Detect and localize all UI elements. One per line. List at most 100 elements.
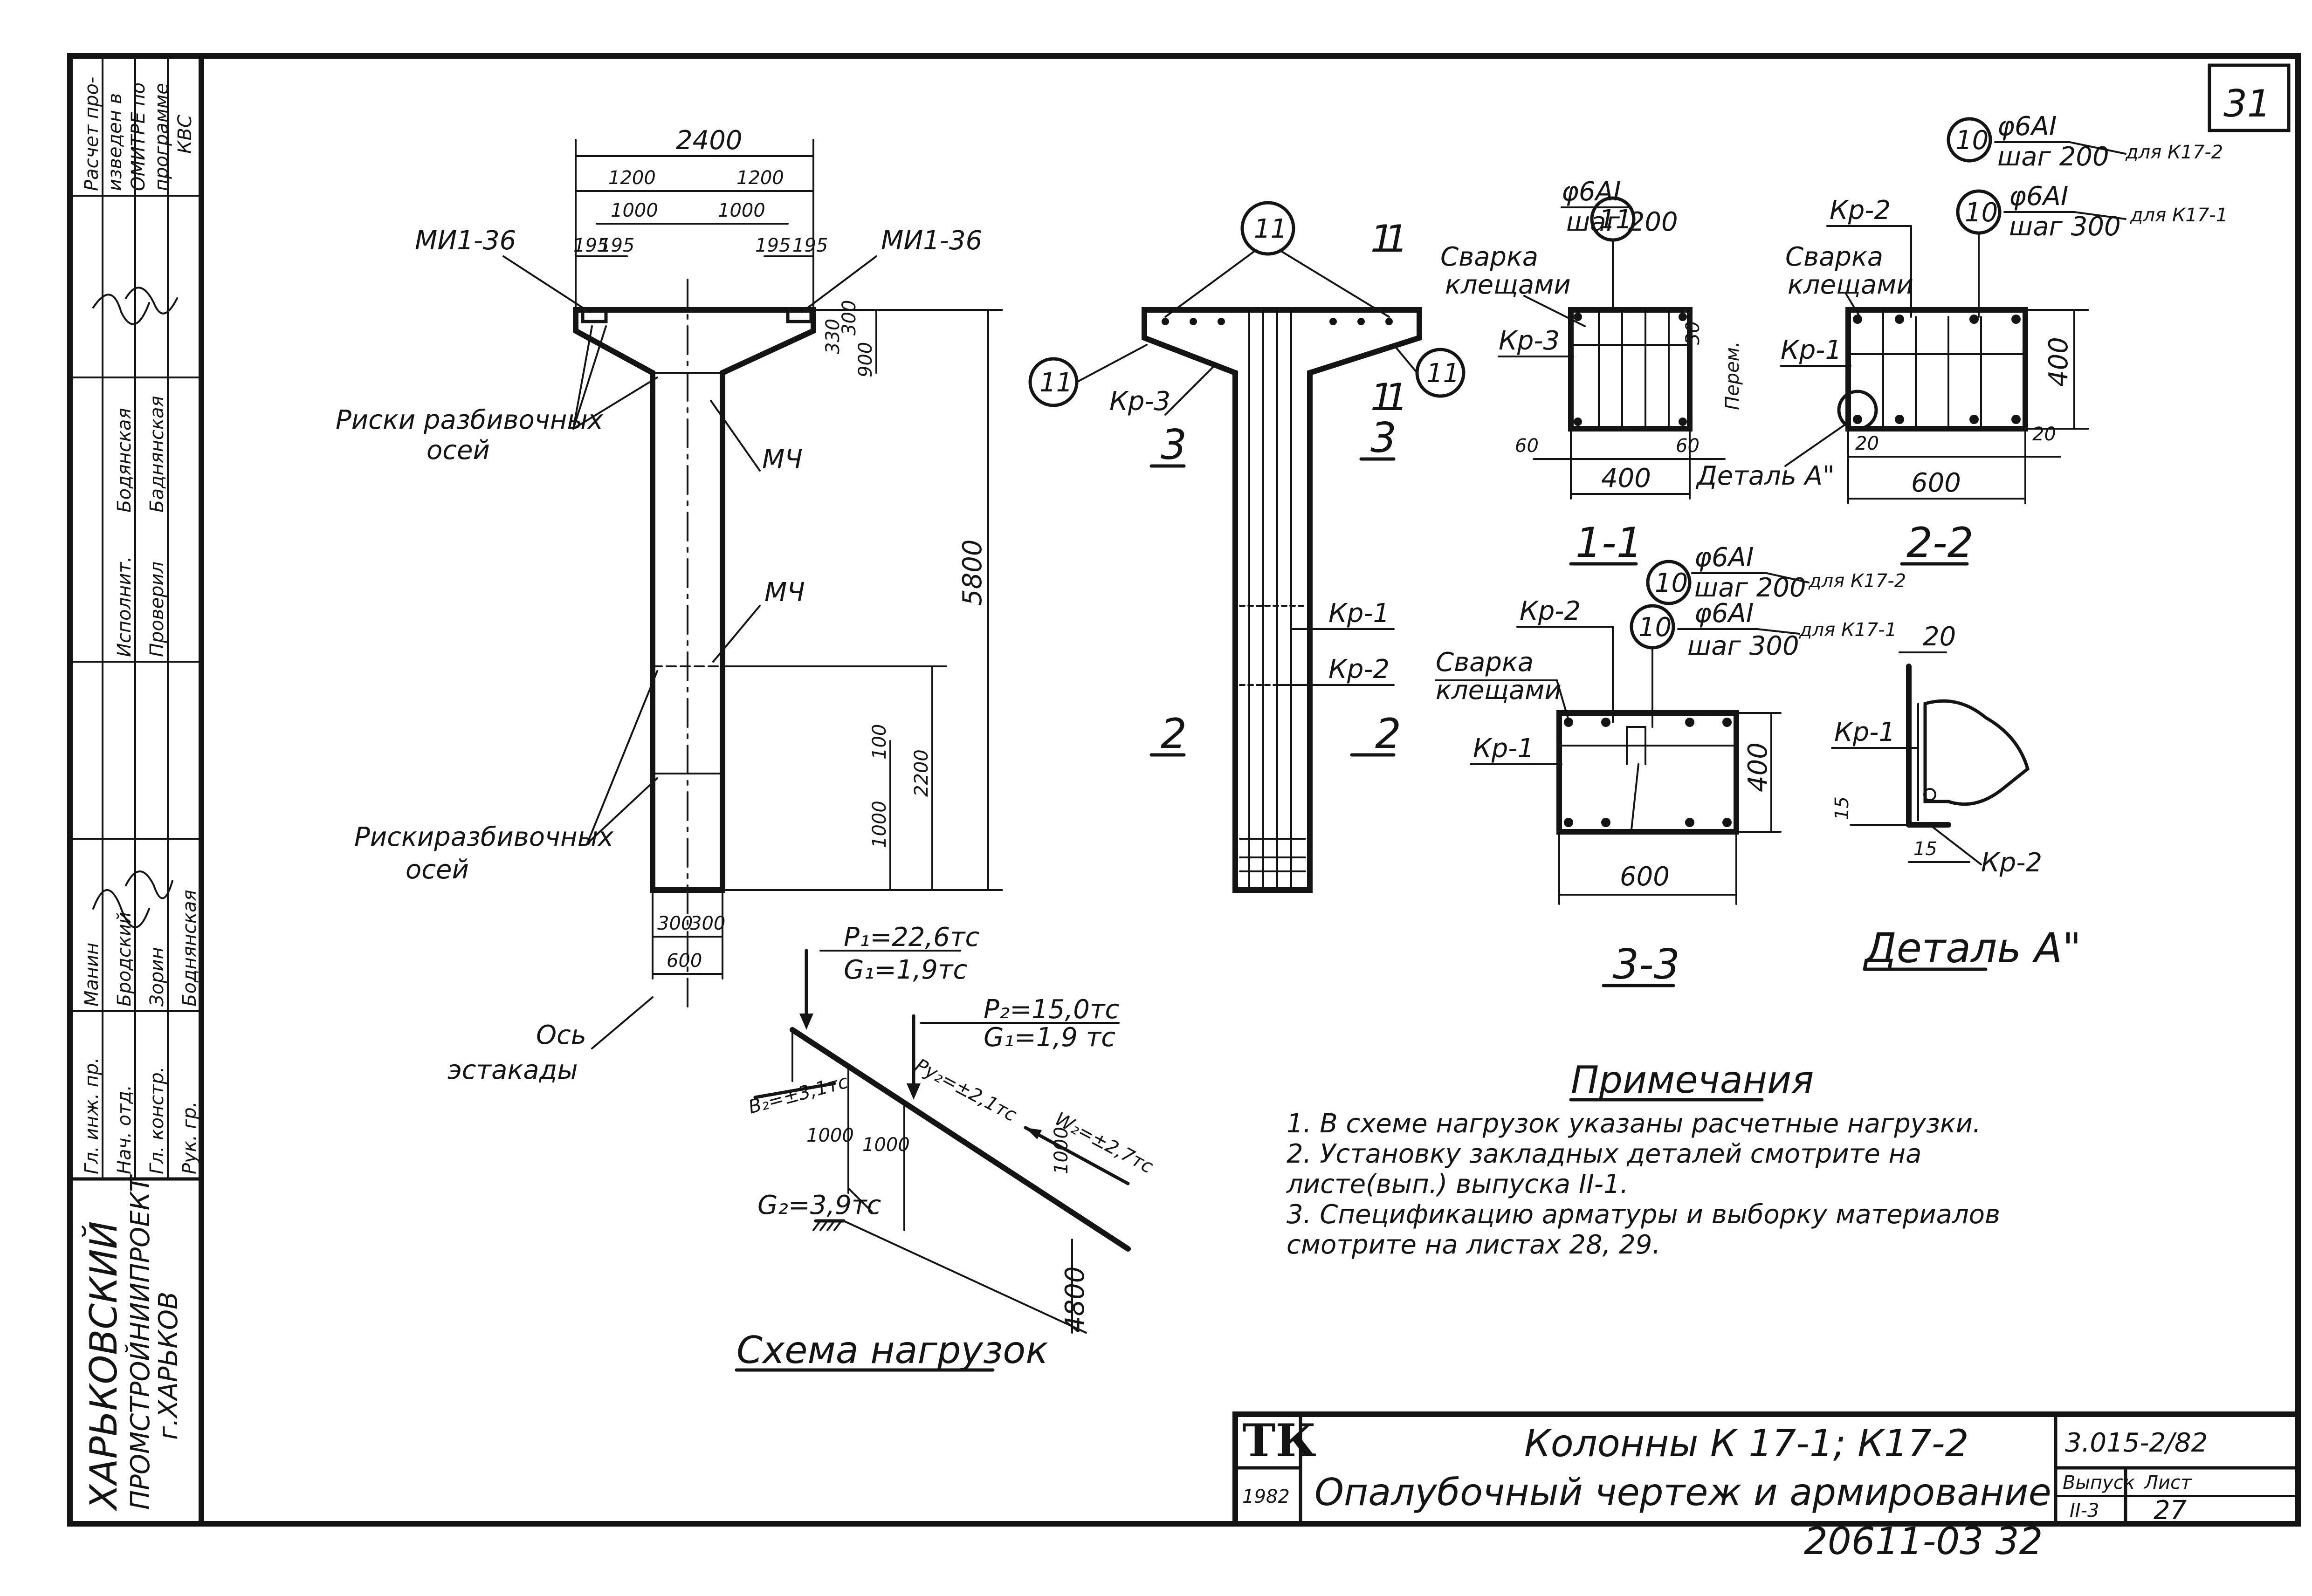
load-dim-4800: 4800	[1060, 1266, 1090, 1333]
load-scheme-title: Схема нагрузок	[736, 1329, 1048, 1372]
stamp-note-line-1: Расчет про-	[81, 77, 103, 191]
s11-weld-line-2: клещами	[1445, 270, 1571, 300]
stamp-top-role-2: Исполнит.	[114, 556, 135, 657]
title-block: ТК 1982 Колонны К 17-1; К17-2 Опалубочны…	[1232, 1411, 2301, 1527]
note-line-1: 1. В схеме нагрузок указаны расчетные на…	[1287, 1109, 1981, 1139]
detail-dim-20: 20	[1923, 622, 1956, 652]
signature-1	[92, 889, 150, 928]
stamp-org-line-1: ХАРЬКОВСКИЙ	[82, 1221, 125, 1512]
dim-330: 330	[822, 319, 844, 354]
s33-title: 3-3	[1613, 940, 1680, 988]
stamp-role-1: Гл. инж. пр.	[81, 1057, 103, 1174]
note-line-2: 2. Установку закладных деталей смотрите …	[1287, 1139, 1921, 1169]
dim-195-a: 195	[573, 235, 609, 256]
s11-dim-60-right: 60	[1676, 435, 1700, 457]
section-3-3: 10 φ6AI шаг 200 для К17-2 10 φ6AI шаг 30…	[1435, 542, 1906, 988]
s22-weld-line-1: Сварка	[1785, 242, 1883, 272]
s33-dim-600: 600	[1620, 862, 1670, 892]
issue-value: II-3	[2070, 1500, 2099, 1521]
dim-195-d: 195	[792, 235, 828, 256]
load-g2: G₂=3,9тс	[757, 1190, 881, 1220]
stamp-org-line-2: ПРОМСТРОЙНИИПРОЕКТ	[125, 1174, 156, 1510]
cut-1-bottom-a: 1	[1370, 376, 1394, 419]
stamp-name-1: Манин	[81, 943, 103, 1007]
dim-195-b: 195	[599, 235, 634, 256]
sheet-number: 31	[2223, 82, 2271, 125]
cut-3-left: 3	[1161, 421, 1187, 469]
cut-2-right: 2	[1375, 710, 1401, 758]
archive-number: 20611-03 32	[1804, 1520, 2043, 1563]
s33-dim-400: 400	[1743, 742, 1773, 792]
note-line-5: смотрите на листах 28, 29.	[1287, 1230, 1660, 1260]
label-axes-bottom-line-1: Рискиразбивочных	[354, 822, 614, 852]
detail-a: 20 Кр-1 15 15 Кр-2 Деталь А"	[1831, 622, 2081, 972]
detail-kr1: Кр-1	[1834, 717, 1895, 747]
s11-dim-60-left: 60	[1515, 435, 1539, 457]
s22-weld-line-2: клещами	[1788, 270, 1913, 300]
s33-step-b: шаг 300	[1687, 631, 1799, 661]
s33-note-a: для К17-2	[1808, 570, 1906, 592]
dim-5800: 5800	[957, 539, 988, 606]
dim-2400: 2400	[676, 125, 743, 156]
sheet-label: Лист	[2143, 1472, 2192, 1493]
s22-kr2: Кр-2	[1830, 195, 1891, 226]
s33-mark-a: 10	[1655, 568, 1688, 598]
section-1-1: φ6AI шаг 200 11 Сварка клещами Кр-3 30 П…	[1440, 177, 1743, 567]
stamp-note-line-2: изведен в	[104, 93, 126, 191]
s22-kr1: Кр-1	[1781, 335, 1842, 365]
s33-kr2: Кр-2	[1520, 596, 1581, 626]
stamp-name-2: Бродский	[114, 912, 135, 1007]
stamp-note-line-4: программе	[151, 83, 172, 191]
dim-1200-left: 1200	[608, 167, 656, 189]
stamp-top-name-2: Бодянская	[114, 408, 135, 513]
stamp-note-line-5: КВС	[174, 115, 196, 154]
section-2-2: Кр-2 10 φ6AI шаг 200 для К17-2 10 φ6AI ш…	[1695, 111, 2228, 567]
s11-perem: Перем.	[1722, 341, 1743, 410]
label-axis-line-1: Ось	[536, 1020, 586, 1050]
note-line-3: листе(вып.) выпуска II-1.	[1286, 1169, 1629, 1199]
stamp-top-name-3: Баднянская	[146, 396, 168, 513]
s33-mark-b: 10	[1638, 612, 1672, 643]
s33-note-b: для К17-1	[1799, 619, 1897, 641]
sheet-frame: 31	[67, 53, 2301, 1527]
logo-tk: ТК	[1242, 1414, 1316, 1467]
s11-title: 1-1	[1576, 519, 1643, 567]
load-g1b: G₁=1,9 тс	[984, 1022, 1115, 1053]
signature-2	[125, 870, 173, 899]
cut-3-right: 3	[1370, 414, 1397, 462]
s33-rebar-a: φ6AI	[1694, 542, 1754, 573]
rebar-cage-outline	[1142, 307, 1422, 893]
cut-2-left: 2	[1161, 710, 1187, 758]
stamp-note-line-3: ОМИТРЕ по	[128, 82, 149, 191]
s22-rebar-b: φ6AI	[2009, 181, 2068, 212]
s11-rebar-label: φ6AI	[1562, 177, 1621, 207]
notes: Примечания 1. В схеме нагрузок указаны р…	[1286, 1058, 2000, 1260]
detail-title: Деталь А"	[1863, 924, 2081, 972]
dim-2200: 2200	[911, 749, 932, 797]
s22-dim-20-right: 20	[2032, 424, 2056, 445]
s11-weld-line-1: Сварка	[1440, 242, 1538, 272]
dim-300-b: 300	[690, 913, 725, 934]
s11-kr3: Кр-3	[1499, 326, 1560, 356]
stamp-role-4: Рук. гр.	[179, 1101, 200, 1174]
label-axis-line-2: эстакады	[447, 1055, 578, 1085]
dim-1200-right: 1200	[736, 167, 784, 189]
s11-dim-400: 400	[1601, 463, 1651, 493]
title-year: 1982	[1242, 1486, 1290, 1507]
detail-kr2: Кр-2	[1981, 848, 2042, 878]
s11-mark: 11	[1599, 205, 1632, 235]
s33-weld-line-1: Сварка	[1436, 647, 1534, 678]
label-axes-top-line-2: осей	[427, 435, 490, 466]
rebar-mark-11-right: 11	[1426, 358, 1459, 389]
load-scheme: P₁=22,6тс G₁=1,9тс P₂=15,0тс G₁=1,9 тс B…	[735, 922, 1156, 1372]
s11-dim-30: 30	[1682, 321, 1704, 345]
dim-1000-left: 1000	[611, 200, 658, 221]
s33-rebar-b: φ6AI	[1694, 598, 1754, 629]
title-code: 3.015-2/82	[2065, 1428, 2208, 1458]
signature-4	[125, 287, 178, 315]
front-view: 2400 1200 1200 1000 1000 195 195 195 195…	[336, 125, 1003, 1085]
label-mch-1: МЧ	[762, 445, 803, 475]
left-stamp: ХАРЬКОВСКИЙ ПРОМСТРОЙНИИПРОЕКТ г.ХАРЬКОВ…	[68, 55, 203, 1512]
s33-kr1: Кр-1	[1473, 733, 1534, 764]
